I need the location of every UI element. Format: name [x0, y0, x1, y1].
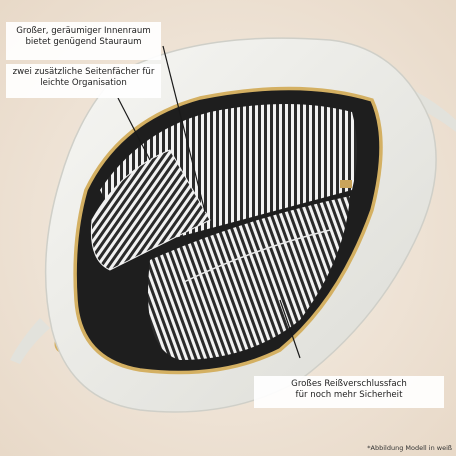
zipper-tab	[340, 180, 352, 188]
pointer-line	[162, 45, 206, 213]
side-pocket	[90, 149, 211, 271]
callout-line: Großer, geräumiger Innenraum	[16, 26, 151, 36]
callout-line: Großes Reißverschlussfach	[291, 379, 407, 389]
callout-side-pockets: zwei zusätzliche Seitenfächer für leicht…	[6, 64, 161, 98]
strap-left	[10, 318, 50, 364]
callout-zip-pocket: Großes Reißverschlussfach für noch mehr …	[254, 376, 444, 408]
zip-pocket	[148, 196, 350, 360]
callout-line: bietet genügend Stauraum	[25, 37, 142, 48]
callout-interior: Großer, geräumiger Innenraum bietet genü…	[6, 22, 161, 60]
callout-line: für noch mehr Sicherheit	[295, 390, 403, 401]
callout-line: zwei zusätzliche Seitenfächer für	[12, 67, 155, 77]
footnote: *Abbildung Modell in weiß	[367, 444, 452, 452]
pointer-line	[117, 97, 151, 161]
callout-line: leichte Organisation	[40, 78, 127, 89]
pointer-line	[279, 299, 301, 359]
zip-pocket-zipper	[183, 229, 331, 283]
main-zipper	[73, 86, 383, 375]
